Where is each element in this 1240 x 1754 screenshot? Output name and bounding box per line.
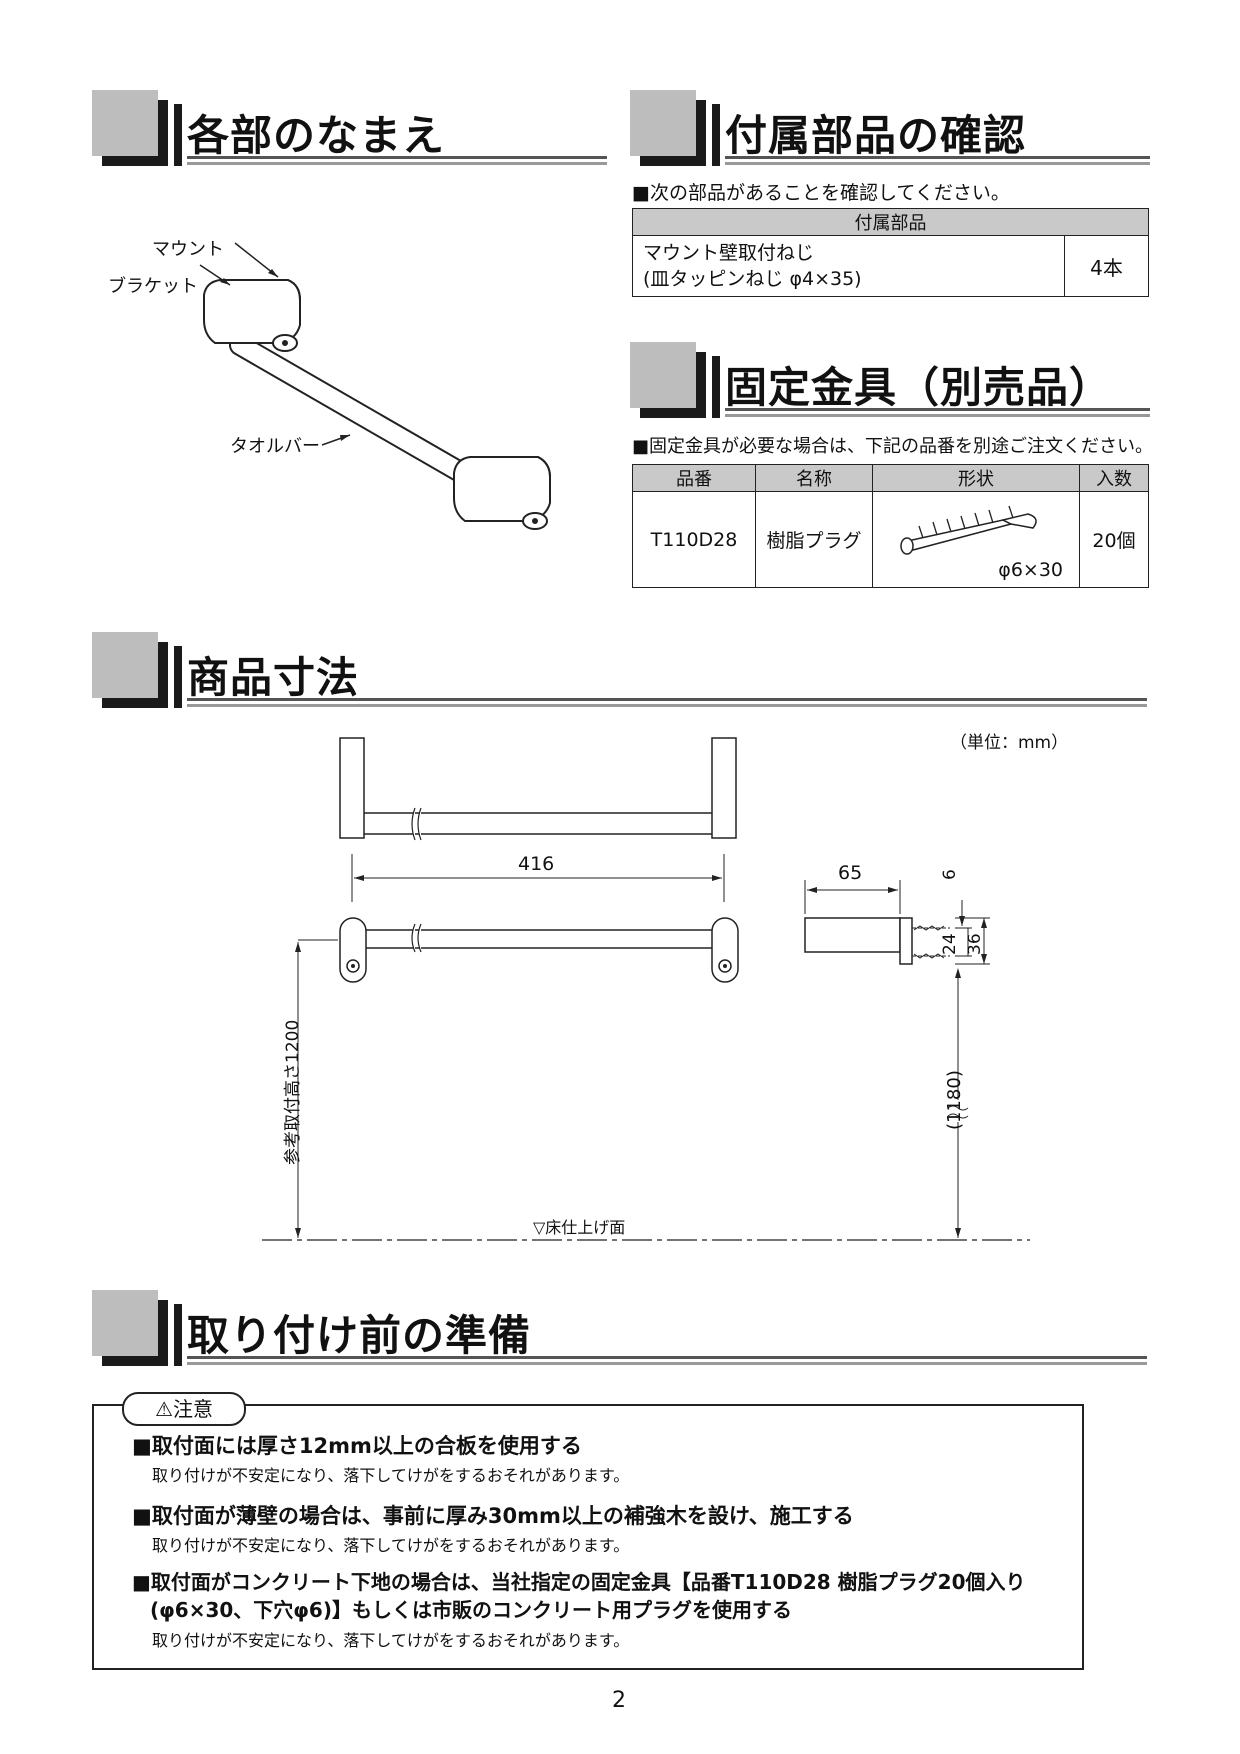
caution-head-1: ■取付面には厚さ12mm以上の合板を使用する (132, 1434, 582, 1458)
dim-24: 24 (940, 933, 960, 955)
section-heading-fixing: 固定金具（別売品） (630, 342, 1150, 422)
page-number: 2 (612, 1688, 626, 1713)
towel-bar-illustration (199, 242, 551, 530)
section-title: 各部のなまえ (187, 111, 446, 160)
caution-head-3: ■取付面がコンクリート下地の場合は、当社指定の固定金具【品番T110D28 樹脂… (132, 1570, 1026, 1594)
caution-sub-3: 取り付けが不安定になり、落下してけがをするおそれがあります。 (152, 1631, 630, 1650)
label-bracket: ブラケット (108, 276, 198, 297)
section-heading-accessories: 付属部品の確認 (630, 90, 1150, 170)
fixing-header-name: 名称 (755, 464, 873, 492)
dim-depth: 65 (838, 862, 863, 884)
unit-label: （単位：mm） (950, 733, 1069, 753)
fixing-table: 品番 名称 形状 入数 T110D28 樹脂プラグ φ6×30 20個 (632, 464, 1149, 588)
fixing-shape: φ6×30 (872, 491, 1080, 588)
dim-6: 6 (940, 869, 960, 880)
section-title: 商品寸法 (187, 653, 360, 702)
section-heading-preparation: 取り付け前の準備 (92, 1290, 1152, 1370)
fixing-qty: 20個 (1079, 491, 1149, 588)
ref-height: 参考取付高さ1200 (283, 1019, 303, 1165)
dim-width: 416 (518, 853, 555, 875)
caution-head-2: ■取付面が薄壁の場合は、事前に厚み30mm以上の補強木を設け、施工する (132, 1504, 854, 1528)
fixing-header-code: 品番 (632, 464, 756, 492)
fixing-code: T110D28 (632, 491, 756, 588)
caution-tag: ⚠注意 (122, 1392, 246, 1426)
accessories-item-line1: マウント壁取付ねじ (643, 242, 815, 264)
caution-head-3b: (φ6×30、下穴φ6)】もしくは市販のコンクリート用プラグを使用する (150, 1598, 792, 1622)
section-title: 付属部品の確認 (725, 111, 1027, 160)
plug-icon (900, 505, 1037, 555)
fixing-header-qty: 入数 (1079, 464, 1149, 492)
caution-sub-1: 取り付けが不安定になり、落下してけがをするおそれがあります。 (152, 1466, 630, 1485)
section-heading-dimensions: 商品寸法 (92, 632, 1152, 712)
section-heading-names: 各部のなまえ (92, 90, 612, 170)
caution-box (92, 1404, 1084, 1670)
accessories-qty: 4本 (1064, 235, 1149, 297)
floor-label: ▽床仕上げ面 (533, 1218, 626, 1237)
accessories-header: 付属部品 (632, 208, 1149, 236)
accessories-note: ■次の部品があることを確認してください。 (632, 182, 1010, 204)
label-mount: マウント (152, 239, 224, 260)
caution-sub-2: 取り付けが不安定になり、落下してけがをするおそれがあります。 (152, 1536, 630, 1555)
dimension-drawing (262, 737, 1030, 1241)
accessories-item-line2: (皿タッピンねじ φ4×35) (643, 268, 862, 290)
dim-36: 36 (965, 933, 985, 955)
fixing-name: 樹脂プラグ (755, 491, 873, 588)
fixing-header-shape: 形状 (872, 464, 1080, 492)
section-title: 取り付け前の準備 (187, 1311, 532, 1360)
fixing-note: ■固定金具が必要な場合は、下記の品番を別途ご注文ください。 (632, 436, 1154, 457)
accessories-item: マウント壁取付ねじ (皿タッピンねじ φ4×35) (632, 235, 1065, 297)
accessories-table: 付属部品 マウント壁取付ねじ (皿タッピンねじ φ4×35) 4本 (632, 208, 1149, 297)
fixing-size: φ6×30 (998, 559, 1063, 581)
section-title: 固定金具（別売品） (725, 363, 1113, 412)
label-towel-bar: タオルバー (230, 436, 320, 457)
dim-1180: (1180) (944, 1070, 965, 1130)
